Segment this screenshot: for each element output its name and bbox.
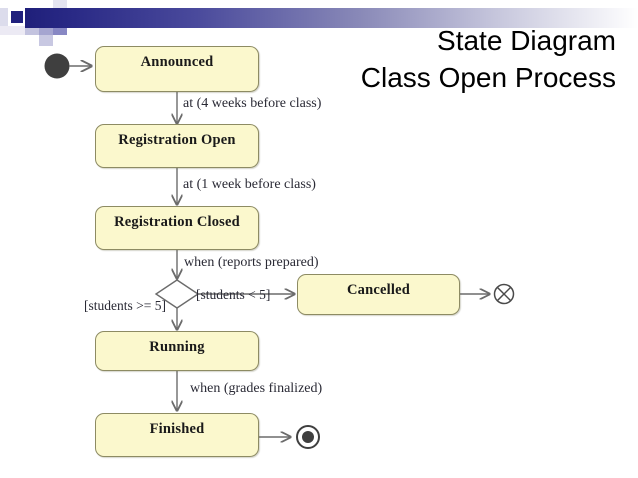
terminate-node xyxy=(493,283,515,305)
state-announced[interactable]: Announced xyxy=(95,46,259,92)
state-running-label: Running xyxy=(149,339,205,355)
state-finished-label: Finished xyxy=(149,421,205,437)
banner-gradient-bar xyxy=(25,8,638,28)
transition-label-running-to-finished: when (grades finalized) xyxy=(190,381,323,396)
initial-state-node xyxy=(44,53,70,79)
banner-square-5 xyxy=(25,26,39,35)
state-running[interactable]: Running xyxy=(95,331,259,371)
banner-square-7 xyxy=(39,26,53,35)
banner-square-4 xyxy=(0,26,25,35)
final-state-node xyxy=(296,425,320,449)
state-registration-open-label: Registration Open xyxy=(118,132,236,148)
state-cancelled[interactable]: Cancelled xyxy=(297,274,460,315)
banner-square-8 xyxy=(39,35,53,46)
state-cancelled-label: Cancelled xyxy=(346,282,410,298)
banner-square-3 xyxy=(0,8,8,26)
state-announced-label: Announced xyxy=(140,54,214,70)
page-title: State Diagram Class Open Process xyxy=(286,22,616,96)
transition-label-regclosed-to-decision: when (reports prepared) xyxy=(184,255,319,270)
state-registration-open[interactable]: Registration Open xyxy=(95,124,259,168)
state-finished[interactable]: Finished xyxy=(95,413,259,457)
guard-label-students-gte-5: [students >= 5] xyxy=(84,298,166,313)
guard-label-students-lt-5: [students < 5] xyxy=(196,287,271,302)
transition-label-announced-to-regopen: at (4 weeks before class) xyxy=(183,96,322,111)
banner-square-9 xyxy=(53,0,67,8)
title-line-2: Class Open Process xyxy=(360,62,616,93)
banner-square-2 xyxy=(11,11,23,23)
banner-square-10 xyxy=(53,26,67,35)
state-registration-closed-label: Registration Closed xyxy=(114,214,240,230)
title-line-1: State Diagram xyxy=(437,25,616,56)
state-registration-closed[interactable]: Registration Closed xyxy=(95,206,259,250)
transition-label-regopen-to-regclosed: at (1 week before class) xyxy=(183,177,316,192)
